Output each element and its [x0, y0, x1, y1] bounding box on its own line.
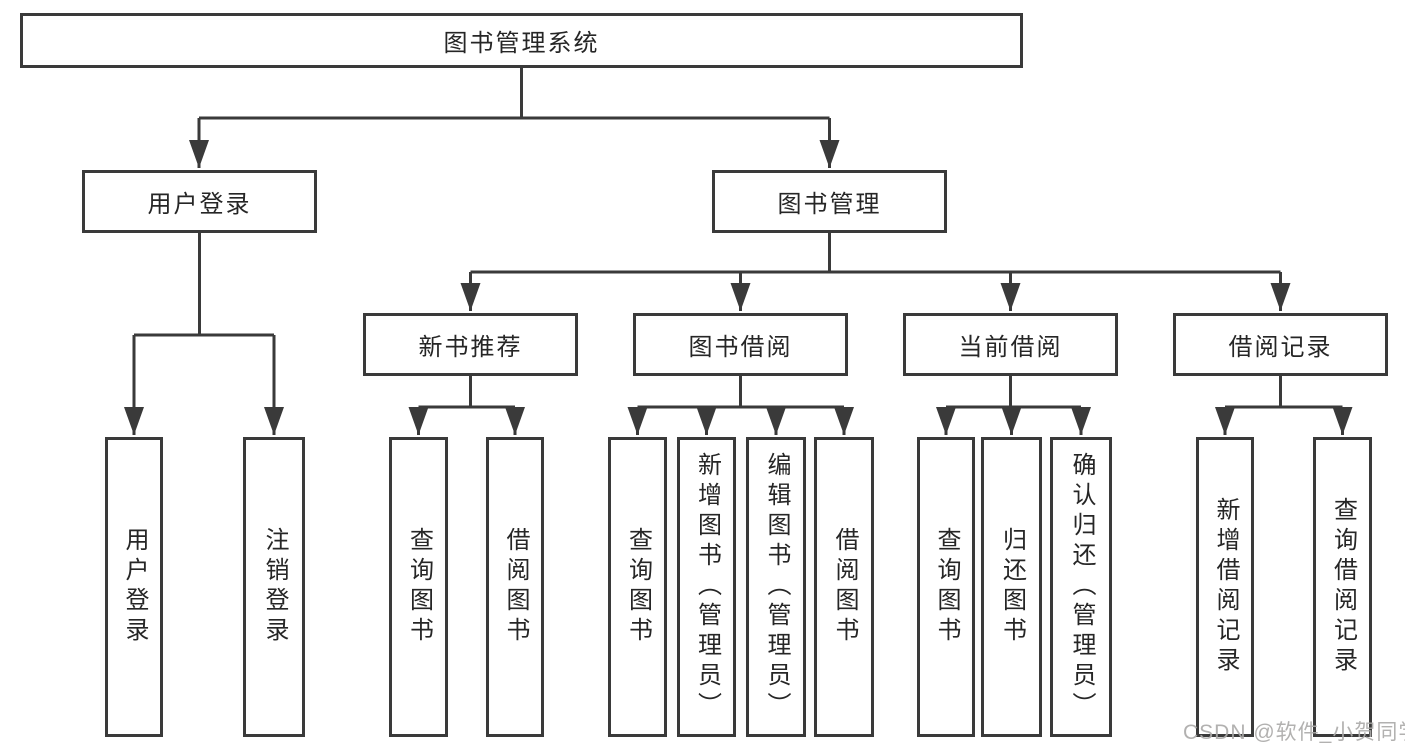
node-new-book-recommend: 新书推荐 [363, 313, 578, 376]
connector-bus [134, 68, 1343, 409]
leaf-current-return-books: 归还图书 [981, 437, 1042, 737]
csdn-watermark: CSDN @软件_小贺同学 [1183, 721, 1405, 744]
connector-arrows [124, 118, 1353, 435]
leaf-records-query-record: 查询借阅记录 [1313, 437, 1372, 737]
node-current-borrowing: 当前借阅 [903, 313, 1118, 376]
node-book-borrowing: 图书借阅 [633, 313, 848, 376]
node-borrowing-records: 借阅记录 [1173, 313, 1388, 376]
leaf-records-add-record: 新增借阅记录 [1196, 437, 1254, 737]
leaf-borrowing-borrow-books: 借阅图书 [814, 437, 874, 737]
leaf-logout: 注销登录 [243, 437, 305, 737]
leaf-borrowing-add-books-admin: 新增图书（管理员） [677, 437, 736, 737]
leaf-recommend-query-books: 查询图书 [389, 437, 448, 737]
node-user-login: 用户登录 [82, 170, 317, 233]
node-root: 图书管理系统 [20, 13, 1023, 68]
leaf-borrowing-edit-books-admin: 编辑图书（管理员） [746, 437, 806, 737]
leaf-current-query-books: 查询图书 [917, 437, 975, 737]
leaf-current-confirm-return-admin: 确认归还（管理员） [1050, 437, 1112, 737]
node-book-management: 图书管理 [712, 170, 947, 233]
leaf-borrowing-query-books: 查询图书 [608, 437, 667, 737]
leaf-user-login: 用户登录 [105, 437, 163, 737]
leaf-recommend-borrow-books: 借阅图书 [486, 437, 544, 737]
